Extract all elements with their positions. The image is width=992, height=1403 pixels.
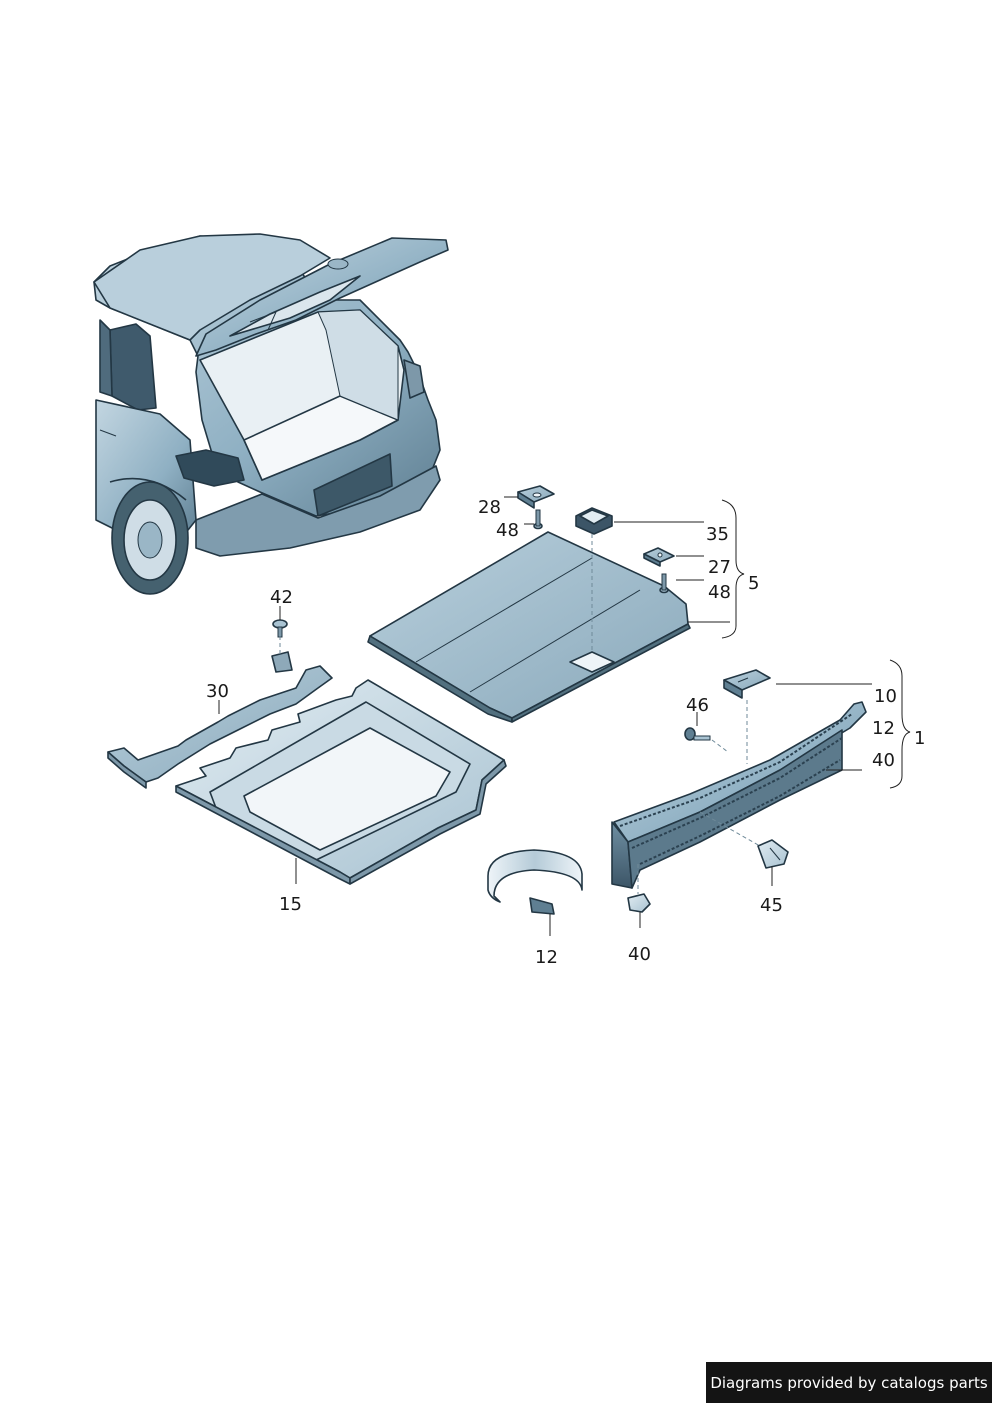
leader-lines	[218, 496, 911, 936]
trough-part-15	[175, 679, 507, 885]
callout-12-upper: 12	[872, 718, 895, 739]
screw-part-42	[272, 619, 288, 638]
grommet-part-35	[575, 507, 613, 535]
callout-46: 46	[686, 695, 709, 716]
callout-30: 30	[206, 681, 229, 702]
clip-part-40-lower	[627, 893, 651, 913]
assembly-lines	[279, 534, 761, 894]
screw-part-48-lower	[659, 573, 669, 594]
callout-48-lower: 48	[708, 582, 731, 603]
cover-part-10	[723, 669, 771, 699]
callout-42: 42	[270, 587, 293, 608]
callout-10: 10	[874, 686, 897, 707]
floor-cover-part-5	[367, 531, 691, 723]
callout-40-upper: 40	[872, 750, 895, 771]
vehicle-illustration	[93, 233, 449, 595]
callout-15: 15	[279, 894, 302, 915]
callout-1: 1	[914, 728, 925, 749]
callout-48-upper: 48	[496, 520, 519, 541]
trim-panel-part-1	[611, 701, 867, 889]
callout-28: 28	[478, 497, 501, 518]
bolt-part-46	[684, 727, 711, 741]
clip-part-28	[517, 485, 555, 509]
callout-45: 45	[760, 895, 783, 916]
callout-5: 5	[748, 573, 759, 594]
credit-text: Diagrams provided by catalogs parts	[710, 1373, 988, 1392]
callout-12-lower: 12	[535, 947, 558, 968]
screw-part-48-upper	[533, 509, 543, 530]
credit-badge: Diagrams provided by catalogs parts	[706, 1362, 992, 1403]
strap-part-12	[487, 849, 583, 915]
bracket-part-30	[107, 651, 333, 789]
clip-part-45	[757, 839, 789, 869]
clip-part-27	[643, 547, 675, 567]
callout-27: 27	[708, 557, 731, 578]
callout-40-lower: 40	[628, 944, 651, 965]
callouts: 28 48 35 27 5 48 42 30 10 46 12 1 40 15 …	[206, 497, 925, 968]
callout-35: 35	[706, 524, 729, 545]
